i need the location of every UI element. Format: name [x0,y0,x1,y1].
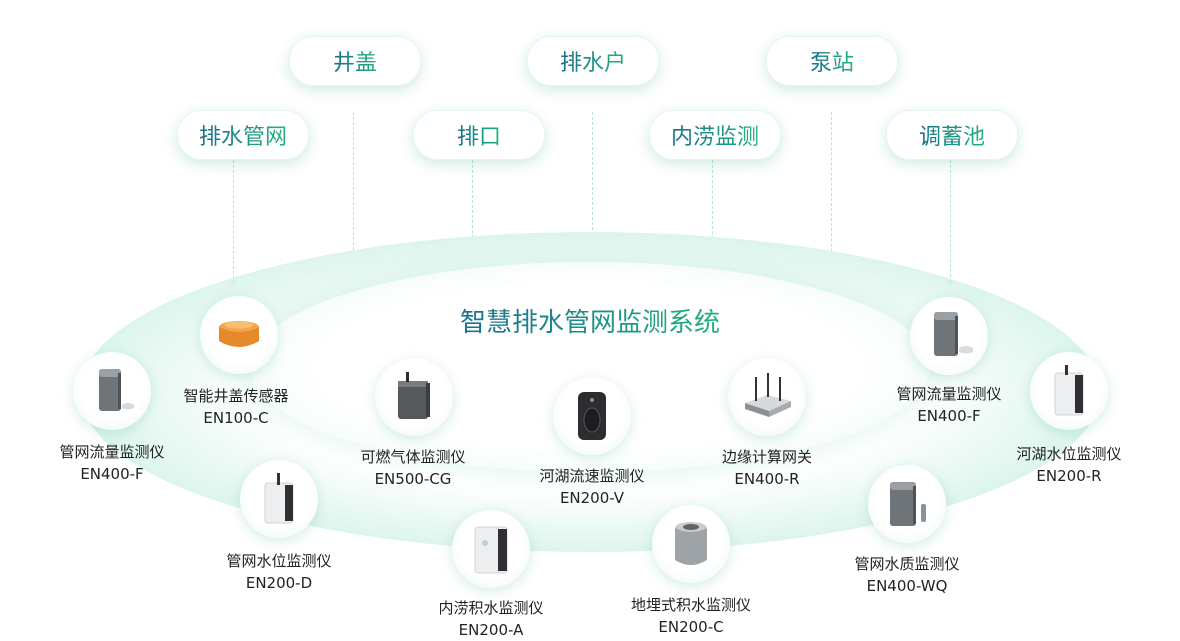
waterlogging-meter-icon [474,526,508,574]
gas-monitor-icon [398,372,430,419]
buried-sensor-icon [675,522,707,565]
flow-meter-icon [934,312,973,356]
scenario-pill-waterlogging: 内涝监测 [649,110,781,160]
device-velocity-meter [553,377,631,455]
device-flow-meter-right [910,297,988,375]
water-quality-icon [890,482,926,526]
velocity-meter-icon [578,392,606,440]
device-water-quality-meter [868,465,946,543]
device-gateway [728,358,806,436]
device-buried-sensor [652,505,730,583]
connector-line [831,112,832,302]
device-waterlogging-meter [452,510,530,588]
scenario-pill-pump-station: 泵站 [766,36,898,86]
connector-line [712,160,713,280]
device-manhole-sensor [200,296,278,374]
flow-meter-icon [99,369,134,411]
scenario-pill-storage-tank: 调蓄池 [886,110,1018,160]
device-gas-monitor [375,358,453,436]
connector-line [472,160,473,278]
system-title: 智慧排水管网监测系统 [459,308,720,338]
device-flow-meter-left [73,352,151,430]
level-meter-icon [264,473,294,524]
router-icon [745,373,791,417]
connector-line [592,112,593,290]
device-river-level-meter [1030,352,1108,430]
connector-line [233,160,234,284]
device-network-level-meter [240,460,318,538]
scenario-pill-outfall: 排口 [413,110,545,160]
level-meter-icon [1054,365,1084,416]
scenario-pill-manhole: 井盖 [289,36,421,86]
scenario-pill-drainage-network: 排水管网 [177,110,309,160]
connector-line [353,112,354,300]
manhole-sensor-icon [219,321,259,347]
scenario-pill-discharger: 排水户 [527,36,659,86]
connector-line [950,160,951,282]
